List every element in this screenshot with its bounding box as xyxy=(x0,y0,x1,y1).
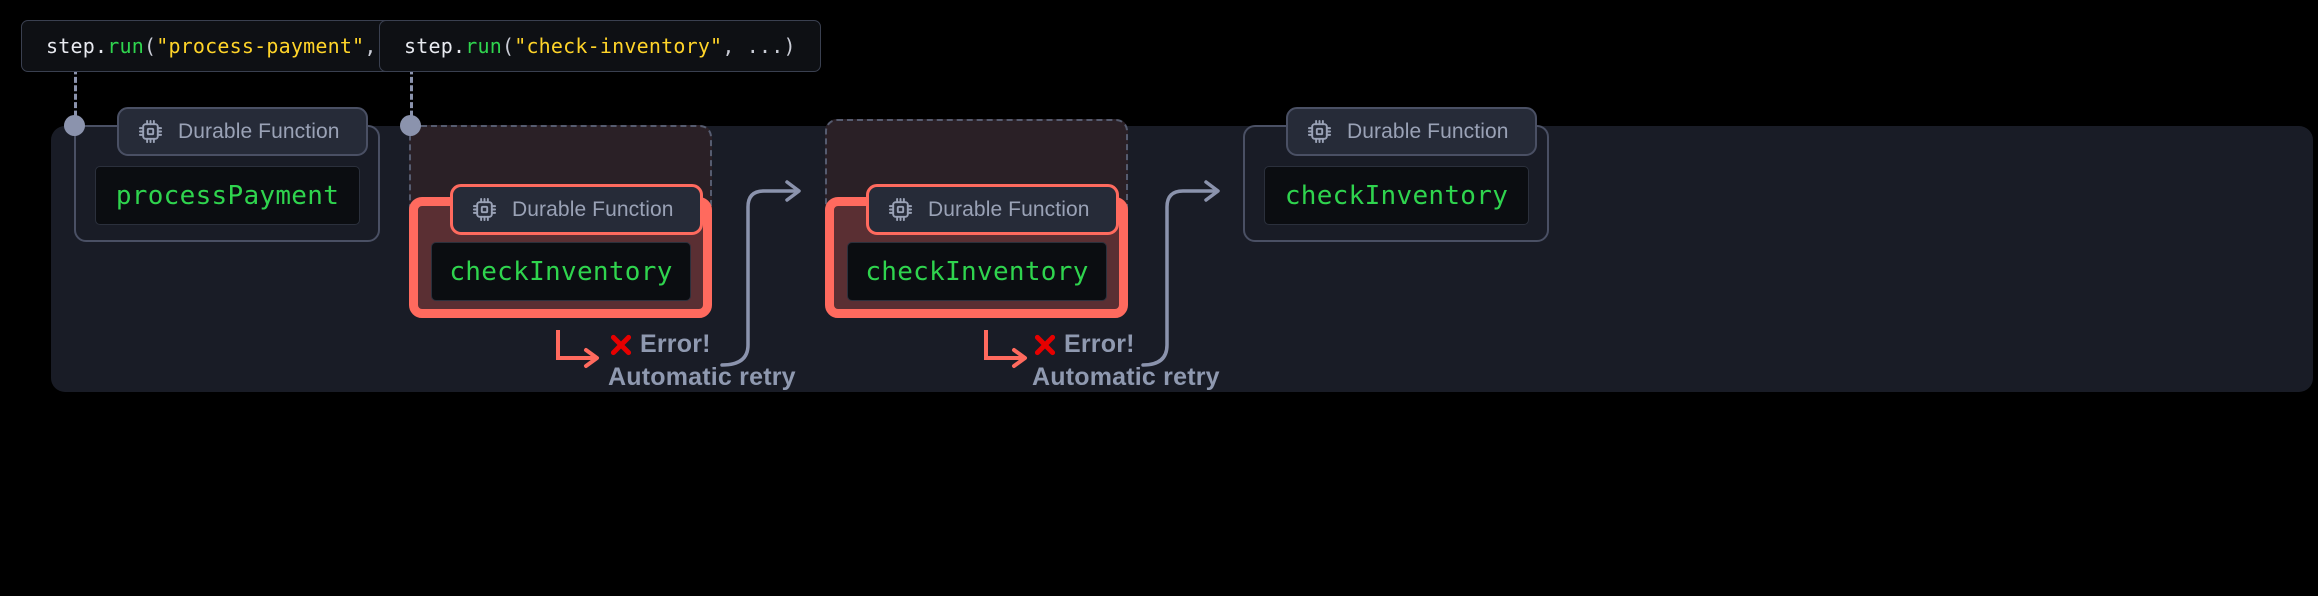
durable-function-badge-label: Durable Function xyxy=(512,197,674,221)
function-name: checkInventory xyxy=(1284,180,1509,211)
code-token-punct: ( xyxy=(143,34,157,58)
durable-function-badge-check-inventory-success[interactable]: Durable Function xyxy=(1286,107,1537,156)
retry-label: Automatic retry xyxy=(608,363,796,391)
x-mark-icon xyxy=(608,332,634,358)
code-token-str: "process-payment" xyxy=(156,34,365,58)
durable-function-badge-label: Durable Function xyxy=(1347,119,1509,143)
x-mark-icon xyxy=(1032,332,1058,358)
chip-icon xyxy=(887,196,914,223)
durable-function-badge-label: Durable Function xyxy=(178,119,340,143)
retry-label: Automatic retry xyxy=(1032,363,1220,391)
chip-icon xyxy=(137,118,164,145)
code-token-punct: ( xyxy=(501,34,515,58)
function-name: processPayment xyxy=(115,180,340,211)
code-token-str: "check-inventory" xyxy=(514,34,723,58)
durable-function-badge-label: Durable Function xyxy=(928,197,1090,221)
error-caption-2: Error! Automatic retry xyxy=(1032,330,1220,392)
error-label: Error! xyxy=(640,330,711,358)
code-token-punct: , ...) xyxy=(722,34,796,58)
chip-icon xyxy=(1306,118,1333,145)
connector-dashed-process-payment xyxy=(74,60,77,125)
code-label-check-inventory: step.run("check-inventory", ...) xyxy=(379,20,821,72)
error-caption-1: Error! Automatic retry xyxy=(608,330,796,392)
code-token-fn: run xyxy=(107,34,144,58)
durable-function-badge-process-payment[interactable]: Durable Function xyxy=(117,107,368,156)
function-name: checkInventory xyxy=(865,256,1089,287)
connector-dashed-check-inventory xyxy=(410,60,413,125)
function-box-process-payment: processPayment xyxy=(95,166,360,225)
function-box-check-inventory-success: checkInventory xyxy=(1264,166,1529,225)
connector-dot-check-inventory xyxy=(400,115,421,136)
code-token-plain: step. xyxy=(46,34,108,58)
code-token-plain: step. xyxy=(404,34,466,58)
durable-function-badge-check-inventory-attempt-1[interactable]: Durable Function xyxy=(450,184,703,235)
function-box-check-inventory-attempt-2: checkInventory xyxy=(847,242,1107,301)
function-name: checkInventory xyxy=(449,256,673,287)
durable-function-badge-check-inventory-attempt-2[interactable]: Durable Function xyxy=(866,184,1119,235)
connector-dot-process-payment xyxy=(64,115,85,136)
error-label: Error! xyxy=(1064,330,1135,358)
code-token-fn: run xyxy=(465,34,502,58)
function-box-check-inventory-attempt-1: checkInventory xyxy=(431,242,691,301)
chip-icon xyxy=(471,196,498,223)
